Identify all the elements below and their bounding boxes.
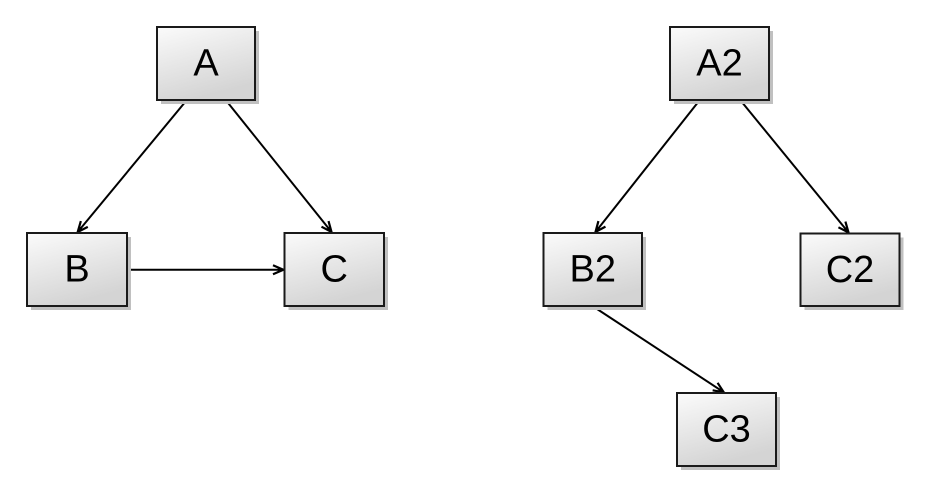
- svg-text:A2: A2: [696, 43, 742, 85]
- svg-text:C2: C2: [826, 249, 875, 291]
- svg-text:A: A: [193, 43, 219, 85]
- svg-text:C3: C3: [702, 409, 751, 451]
- svg-text:B: B: [64, 249, 89, 291]
- svg-text:B2: B2: [570, 249, 616, 291]
- svg-text:C: C: [320, 249, 347, 291]
